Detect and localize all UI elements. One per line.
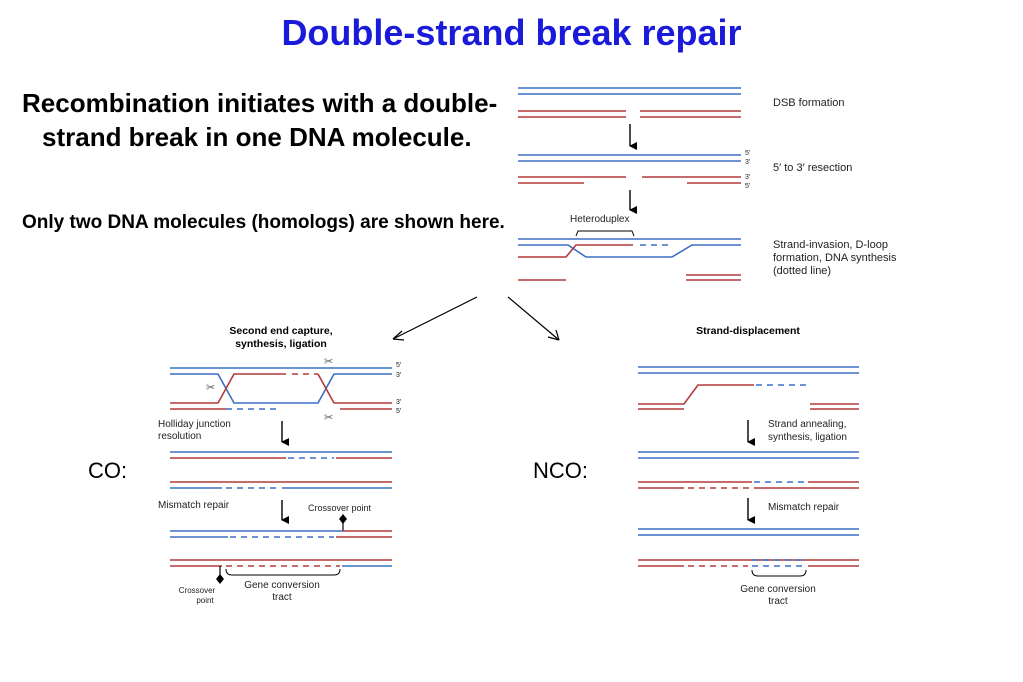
end-label-5: 5′ xyxy=(396,408,402,415)
end-label-3: 3′ xyxy=(745,159,751,166)
nco-gene-conv-line2: tract xyxy=(768,596,788,607)
co-panel: Second end capture, synthesis, ligation … xyxy=(158,325,402,605)
crossover-label-line2: point xyxy=(196,596,214,605)
crossover-label-line1: Crossover xyxy=(179,586,216,595)
top-dsb-formation: DSB formation xyxy=(518,87,845,118)
page-title: Double-strand break repair xyxy=(281,12,742,53)
end-label-3: 3′ xyxy=(396,372,402,379)
invasion-label-line1: Strand-invasion, D-loop xyxy=(773,239,888,251)
scissors-icon: ✂ xyxy=(324,412,333,424)
co-header-line1: Second end capture, xyxy=(229,325,332,337)
nco-outcome-label: NCO: xyxy=(533,458,588,483)
arrow-head-icon xyxy=(547,329,560,341)
heteroduplex-label: Heteroduplex xyxy=(570,214,629,225)
nco-panel: Strand-displacement Strand annealing, sy… xyxy=(638,325,859,607)
arrow-head-icon xyxy=(392,330,405,341)
diamond-marker-icon xyxy=(216,574,224,584)
holliday-label-line2: resolution xyxy=(158,431,201,442)
co-mismatch-label: Mismatch repair xyxy=(158,500,230,511)
intro-main-text: Recombination initiates with a double-st… xyxy=(22,88,498,152)
end-label-3: 3′ xyxy=(745,174,751,181)
top-resection: 5′ 3′ 3′ 5′ 5′ to 3′ resection xyxy=(518,150,852,190)
end-label-3: 3′ xyxy=(396,399,402,406)
co-header-line2: synthesis, ligation xyxy=(235,338,327,350)
end-label-5: 5′ xyxy=(396,362,402,369)
nco-header: Strand-displacement xyxy=(696,325,800,337)
gene-conversion-bracket xyxy=(751,569,807,577)
holliday-label-line1: Holliday junction xyxy=(158,419,231,430)
end-label-5: 5′ xyxy=(745,183,751,190)
branch-arrow-co xyxy=(392,296,478,340)
diamond-marker-icon xyxy=(339,514,347,524)
co-outcome-label: CO: xyxy=(88,458,128,483)
scissors-icon: ✂ xyxy=(324,356,333,368)
intro-sub-text: Only two DNA molecules (homologs) are sh… xyxy=(22,212,505,233)
annealing-label-line2: synthesis, ligation xyxy=(768,432,847,443)
annealing-label-line1: Strand annealing, xyxy=(768,419,846,430)
invasion-label-line3: (dotted line) xyxy=(773,265,831,277)
gene-conversion-bracket xyxy=(225,568,341,576)
dsb-formation-label: DSB formation xyxy=(773,97,845,109)
scissors-icon: ✂ xyxy=(206,382,215,394)
co-gene-conv-line1: Gene conversion xyxy=(244,580,320,591)
nco-mismatch-label: Mismatch repair xyxy=(768,502,840,513)
invasion-label-line2: formation, DNA synthesis xyxy=(773,252,897,264)
crossover-point-label: Crossover point xyxy=(308,503,372,513)
top-strand-invasion: Heteroduplex Strand-invasion, D-loop for… xyxy=(518,214,897,281)
co-gene-conv-line2: tract xyxy=(272,592,292,603)
nco-gene-conv-line1: Gene conversion xyxy=(740,584,816,595)
end-label-5: 5′ xyxy=(745,150,751,157)
branch-arrow-nco xyxy=(507,296,560,341)
heteroduplex-bracket xyxy=(575,230,635,237)
resection-label: 5′ to 3′ resection xyxy=(773,162,852,174)
